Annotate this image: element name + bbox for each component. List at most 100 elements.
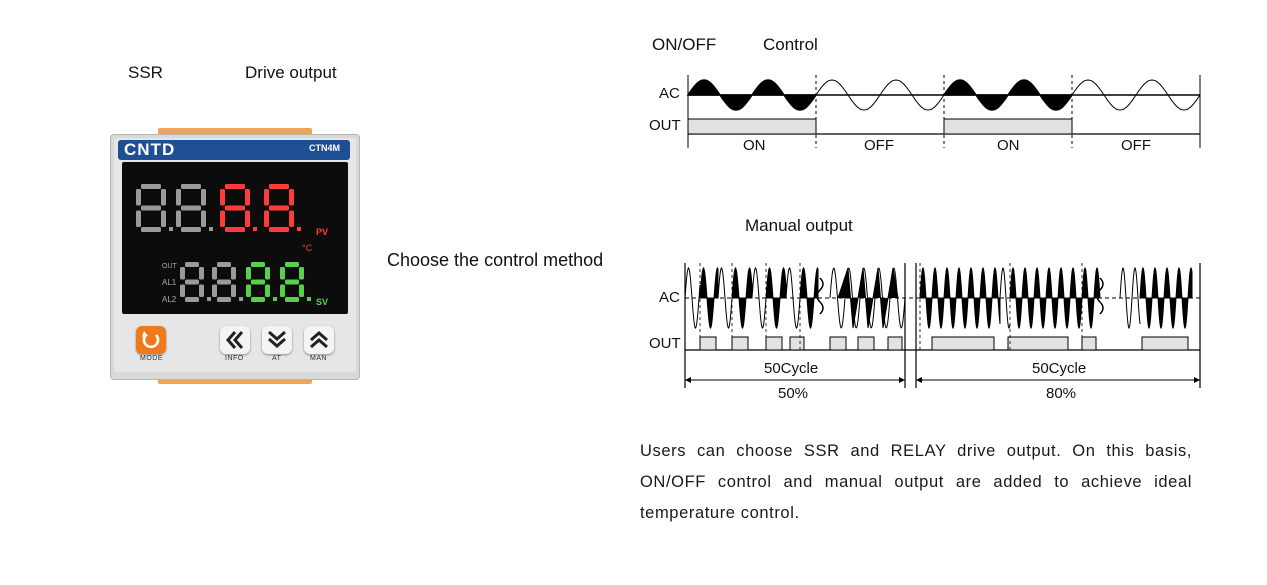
segment — [285, 297, 299, 302]
brand-logo: CNTD — [124, 140, 176, 159]
segment — [185, 279, 199, 285]
at-button-label: AT — [272, 355, 282, 362]
ssr-label: SSR — [128, 63, 163, 82]
out-pulse-6 — [857, 336, 875, 351]
manual-out-label: OUT — [649, 335, 681, 352]
segment — [217, 262, 231, 267]
manual-ac-label: AC — [659, 289, 680, 306]
percent-right-label: 80% — [1046, 385, 1077, 402]
man-button[interactable] — [304, 326, 334, 354]
segment — [269, 184, 289, 189]
segment — [225, 205, 245, 211]
segment — [245, 210, 250, 227]
temperature-controller: CNTD CTN4M PV °C SV OUT AL1 AL2 MODE INF… — [110, 128, 360, 384]
model-label: CTN4M — [309, 143, 340, 153]
indicator-out: OUT — [162, 263, 177, 270]
sv-digit-2 — [212, 262, 243, 302]
segment — [265, 267, 270, 280]
mode-button-label: MODE — [140, 355, 163, 362]
onoff-state-1: ON — [743, 137, 766, 154]
bottom-clip — [158, 376, 312, 384]
segment — [251, 279, 265, 285]
dimension-arrow-right-1 — [899, 377, 905, 383]
manual-output-title: Manual output — [745, 216, 853, 235]
segment — [269, 227, 289, 232]
out-pulse-11 — [1141, 336, 1189, 351]
out-pulse-9 — [1007, 336, 1069, 351]
manual-left-wave-8 — [799, 267, 819, 329]
segment — [289, 189, 294, 206]
out-pulse-8 — [931, 336, 995, 351]
double-chevron-left-icon — [226, 331, 244, 349]
pv-digit-3 — [220, 184, 257, 232]
decimal-point — [297, 227, 301, 231]
segment — [231, 284, 236, 297]
segment — [199, 267, 204, 280]
choose-control-method-label: Choose the control method — [387, 250, 604, 270]
decimal-point — [273, 297, 277, 301]
onoff-state-2: OFF — [864, 137, 894, 154]
out-pulse-7 — [887, 336, 903, 351]
segment — [264, 189, 269, 206]
manual-right-wave-3 — [1009, 266, 1101, 330]
segment — [246, 267, 251, 280]
sv-digit-4 — [280, 262, 311, 302]
segment — [264, 210, 269, 227]
segment — [136, 210, 141, 227]
segment — [217, 297, 231, 302]
break-mark-2 — [1096, 277, 1104, 315]
dimension-arrow-left-2 — [916, 377, 922, 383]
pv-digit-1 — [136, 184, 173, 232]
segment — [299, 284, 304, 297]
onoff-waveform — [686, 75, 1201, 148]
out-on-pulse-1 — [687, 118, 817, 135]
segment — [251, 262, 265, 267]
out-pulse-5 — [829, 336, 847, 351]
segment — [199, 284, 204, 297]
at-button[interactable] — [262, 326, 292, 354]
sv-digit-3 — [246, 262, 277, 302]
segment — [217, 279, 231, 285]
out-pulse-3 — [765, 336, 783, 351]
indicator-al2: AL2 — [162, 295, 177, 304]
segment — [299, 267, 304, 280]
segment — [141, 184, 161, 189]
segment — [265, 284, 270, 297]
manual-right-wave-5 — [1139, 266, 1193, 330]
onoff-title: ON/OFF — [652, 35, 717, 54]
dimension-arrow-right-2 — [1194, 377, 1200, 383]
manual-right-wave-2 — [999, 266, 1011, 330]
brand-bar — [118, 140, 350, 160]
double-chevron-up-icon — [310, 331, 328, 349]
segment — [225, 184, 245, 189]
segment — [161, 189, 166, 206]
out-pulse-4 — [789, 336, 805, 351]
pv-label: PV — [316, 227, 329, 237]
segment — [141, 205, 161, 211]
control-title: Control — [763, 35, 818, 54]
segment — [280, 267, 285, 280]
onoff-state-3: ON — [997, 137, 1020, 154]
manual-waveform — [684, 263, 1201, 388]
sv-digit-1 — [180, 262, 211, 302]
onoff-ac-label: AC — [659, 85, 680, 102]
segment — [289, 210, 294, 227]
info-button[interactable] — [220, 326, 250, 354]
segment — [280, 284, 285, 297]
info-button-label: INFO — [225, 355, 244, 362]
segment — [180, 267, 185, 280]
segment — [161, 210, 166, 227]
display-screen: PV °C SV OUT AL1 AL2 — [122, 162, 348, 314]
decimal-point — [307, 297, 311, 301]
cycle-left-label: 50Cycle — [764, 360, 819, 377]
manual-left-wave-3 — [717, 267, 733, 329]
segment — [220, 210, 225, 227]
onoff-out-label: OUT — [649, 117, 681, 134]
mode-button[interactable] — [136, 326, 166, 354]
segment — [212, 267, 217, 280]
seven-segment-display — [136, 184, 311, 302]
percent-left-label: 50% — [778, 385, 809, 402]
segment — [185, 297, 199, 302]
segment — [201, 210, 206, 227]
segment — [231, 267, 236, 280]
